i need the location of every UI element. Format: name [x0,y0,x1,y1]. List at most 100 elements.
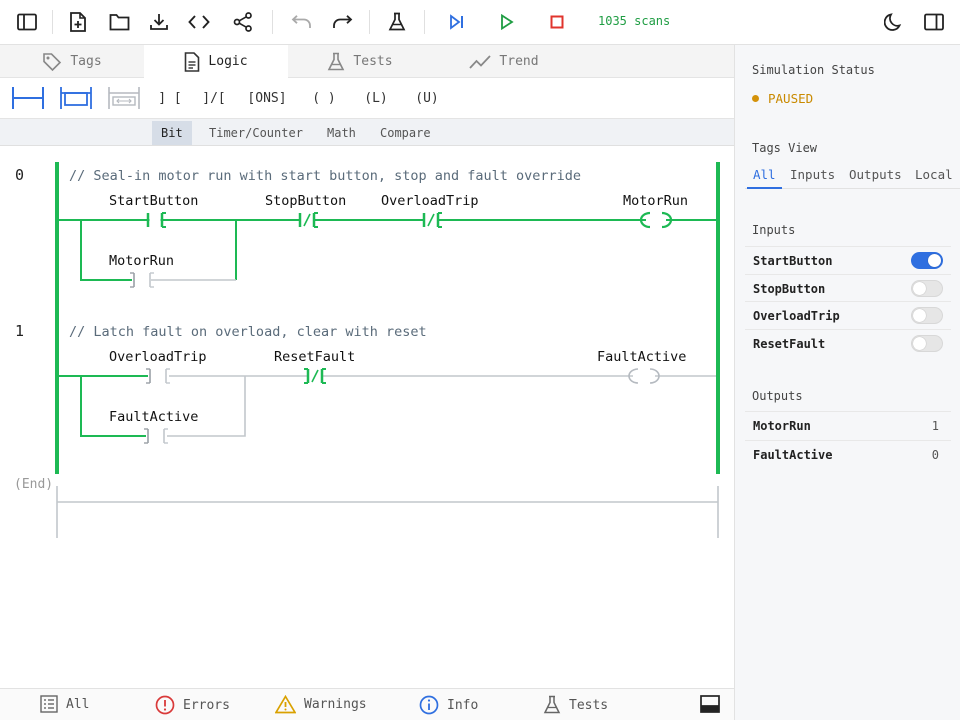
tag-tab-outputs[interactable]: Outputs [843,167,908,189]
sidebar-toggle-icon[interactable] [12,8,42,36]
subtab-compare[interactable]: Compare [371,121,440,145]
dark-mode-icon[interactable] [879,8,909,36]
filter-label: Info [447,698,478,713]
filter-label: All [66,697,89,712]
simulation-status-title: Simulation Status [752,63,875,77]
input-tag-name: ResetFault [753,337,825,351]
right-panel: Simulation Status PAUSED Tags View All I… [734,45,960,720]
tag-tab-local[interactable]: Local [909,167,959,189]
otu-instruction-button[interactable]: (U) [406,85,448,111]
coil-tag-label[interactable]: MotorRun [623,193,688,209]
contact-tag-label[interactable]: MotorRun [109,253,174,269]
output-row-motorrun: MotorRun 1 [745,411,951,439]
document-icon [184,52,200,72]
coil-tag-label[interactable]: FaultActive [597,349,686,365]
list-icon [40,695,58,713]
filter-label: Tests [569,698,608,713]
contact-tag-label[interactable]: StartButton [109,193,198,209]
toolbar-divider [272,10,273,34]
contact-tag-label[interactable]: ResetFault [274,349,355,365]
flask-icon[interactable] [382,8,412,36]
contact-tag-label[interactable]: OverloadTrip [381,193,479,209]
add-branch-level-icon[interactable] [106,85,142,111]
tags-view-tabs: All Inputs Outputs Local [745,163,960,189]
filter-warnings-button[interactable]: Warnings [275,695,367,714]
toolbar-divider [52,10,53,34]
tab-logic[interactable]: Logic [144,45,288,78]
rung-1-faultactive-seal-contact [144,429,168,443]
outputs-section-title: Outputs [752,389,803,403]
ons-instruction-button[interactable]: [ONS] [244,85,290,111]
ladder-editor: 0 // Seal-in motor run with start button… [0,146,734,688]
share-icon[interactable] [228,8,258,36]
input-tag-name: StopButton [753,282,825,296]
ote-instruction-button[interactable]: ( ) [303,85,345,111]
input-row-resetfault: ResetFault [745,329,951,357]
warning-icon [275,695,296,714]
tab-label: Tests [353,54,392,69]
filter-tests-button[interactable]: Tests [543,695,608,715]
redo-icon[interactable] [327,8,357,36]
main-tabs: Tags Logic Tests Trend [0,45,734,78]
error-icon [155,695,175,715]
tab-label: Tags [70,54,101,69]
tab-label: Trend [499,54,538,69]
status-dot-icon [752,95,759,102]
filter-label: Errors [183,698,230,713]
input-toggle[interactable] [911,307,943,324]
new-file-icon[interactable] [63,8,93,36]
tag-tab-all[interactable]: All [747,167,782,189]
add-branch-icon[interactable] [58,85,94,111]
tags-view-title: Tags View [752,141,817,155]
input-toggle[interactable] [911,280,943,297]
contact-tag-label[interactable]: OverloadTrip [109,349,207,365]
panel-toggle-icon[interactable] [919,8,949,36]
contact-tag-label[interactable]: StopButton [265,193,346,209]
xio-instruction-button[interactable]: ]/[ [196,85,232,111]
open-folder-icon[interactable] [104,8,134,36]
flask-icon [543,695,561,715]
step-icon[interactable] [442,8,472,36]
input-row-overloadtrip: OverloadTrip [745,301,951,329]
otl-instruction-button[interactable]: (L) [355,85,397,111]
filter-label: Warnings [304,697,367,712]
tab-tags[interactable]: Tags [0,45,144,78]
input-tag-name: OverloadTrip [753,309,840,323]
add-rung-icon[interactable] [10,85,46,111]
stop-icon[interactable] [542,8,572,36]
input-tag-name: StartButton [753,254,832,268]
console-toggle-icon[interactable] [700,695,720,713]
output-row-faultactive: FaultActive 0 [745,440,951,468]
filter-errors-button[interactable]: Errors [155,695,230,715]
rung-comment: // Latch fault on overload, clear with r… [69,324,427,340]
subtab-bit[interactable]: Bit [152,121,192,145]
filter-info-button[interactable]: Info [419,695,478,715]
play-icon[interactable] [492,8,522,36]
rung-0-branch-left [81,220,132,280]
output-tag-name: MotorRun [753,419,811,433]
input-row-startbutton: StartButton [745,246,951,274]
tab-tests[interactable]: Tests [288,45,432,78]
contact-tag-label[interactable]: FaultActive [109,409,198,425]
trend-icon [469,54,491,70]
status-text: PAUSED [768,91,813,106]
filter-all-button[interactable]: All [40,695,89,713]
rung-number: 1 [15,322,24,340]
scan-counter: 1035 scans [598,14,670,28]
subtab-timer-counter[interactable]: Timer/Counter [200,121,312,145]
download-icon[interactable] [144,8,174,36]
inputs-section-title: Inputs [752,223,795,237]
flask-icon [327,52,345,72]
input-toggle[interactable] [911,252,943,269]
tag-icon [42,52,62,72]
code-icon[interactable] [184,8,214,36]
xic-instruction-button[interactable]: ] [ [152,85,188,111]
rung-1-faultactive-coil [629,368,659,384]
tag-tab-inputs[interactable]: Inputs [784,167,841,189]
rung-1-overloadtrip-contact [146,369,170,383]
subtab-math[interactable]: Math [318,121,365,145]
tab-trend[interactable]: Trend [432,45,576,78]
undo-icon[interactable] [287,8,317,36]
rung-0-motorrun-seal-contact [130,273,154,287]
input-toggle[interactable] [911,335,943,352]
